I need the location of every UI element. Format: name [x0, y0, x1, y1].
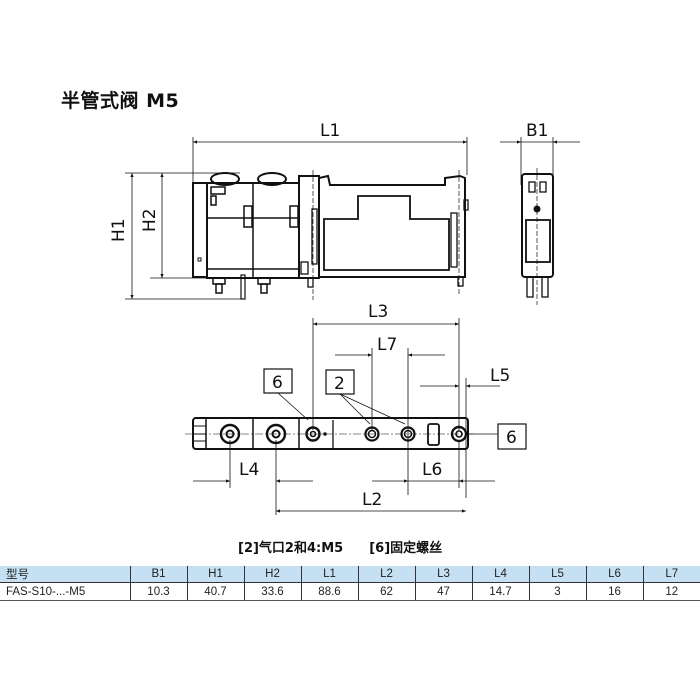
col-header-h2: H2	[243, 566, 301, 583]
technical-drawing: L1 H1 H2 B1	[109, 121, 580, 515]
col-header-b1: B1	[129, 566, 187, 583]
callout-screw-right: 6	[506, 428, 517, 448]
col-header-l1: L1	[300, 566, 358, 583]
cell-l2: 62	[357, 582, 415, 601]
cell-l7: 12	[642, 582, 700, 601]
dim-h1-label: H1	[109, 218, 129, 242]
cell-l1: 88.6	[300, 582, 358, 601]
table-row: FAS-S10-...-M5 10.3 40.7 33.6 88.6 62 47…	[0, 582, 700, 601]
callout-screw-left: 6	[272, 373, 283, 393]
note-screws: [6]固定螺丝	[369, 541, 443, 556]
dim-l6-label: L6	[422, 460, 442, 480]
cell-b1: 10.3	[129, 582, 187, 601]
dim-b1-label: B1	[526, 121, 548, 141]
note-ports: [2]气口2和4:M5	[238, 541, 344, 556]
col-header-l5: L5	[528, 566, 586, 583]
dim-l4-label: L4	[239, 460, 259, 480]
cell-l3: 47	[414, 582, 472, 601]
cell-l5: 3	[528, 582, 586, 601]
col-header-l3: L3	[414, 566, 472, 583]
col-header-l2: L2	[357, 566, 415, 583]
col-header-l6: L6	[585, 566, 643, 583]
cell-h1: 40.7	[186, 582, 244, 601]
dim-h2-label: H2	[140, 208, 160, 232]
side-view	[125, 137, 469, 300]
legend-notes: [2]气口2和4:M5 [6]固定螺丝	[238, 537, 468, 556]
dimension-table: 型号 B1 H1 H2 L1 L2 L3 L4 L5 L6 L7 FAS-S10…	[0, 566, 700, 601]
col-header-l7: L7	[642, 566, 700, 583]
callout-ports: 2	[334, 374, 345, 394]
top-view	[185, 318, 527, 515]
col-header-h1: H1	[186, 566, 244, 583]
dim-l1-label: L1	[320, 121, 340, 141]
dim-l5-label: L5	[490, 366, 510, 386]
dim-l2-label: L2	[362, 490, 382, 510]
dim-l7-label: L7	[377, 335, 397, 355]
dim-l3-label: L3	[368, 302, 388, 322]
cell-l6: 16	[585, 582, 643, 601]
page-title: 半管式阀 M5	[61, 90, 180, 112]
cell-model: FAS-S10-...-M5	[0, 582, 130, 601]
end-view	[500, 137, 580, 305]
cell-h2: 33.6	[243, 582, 301, 601]
col-header-model: 型号	[0, 566, 130, 583]
table-header-row: 型号 B1 H1 H2 L1 L2 L3 L4 L5 L6 L7	[0, 566, 700, 583]
col-header-l4: L4	[471, 566, 529, 583]
cell-l4: 14.7	[471, 582, 529, 601]
